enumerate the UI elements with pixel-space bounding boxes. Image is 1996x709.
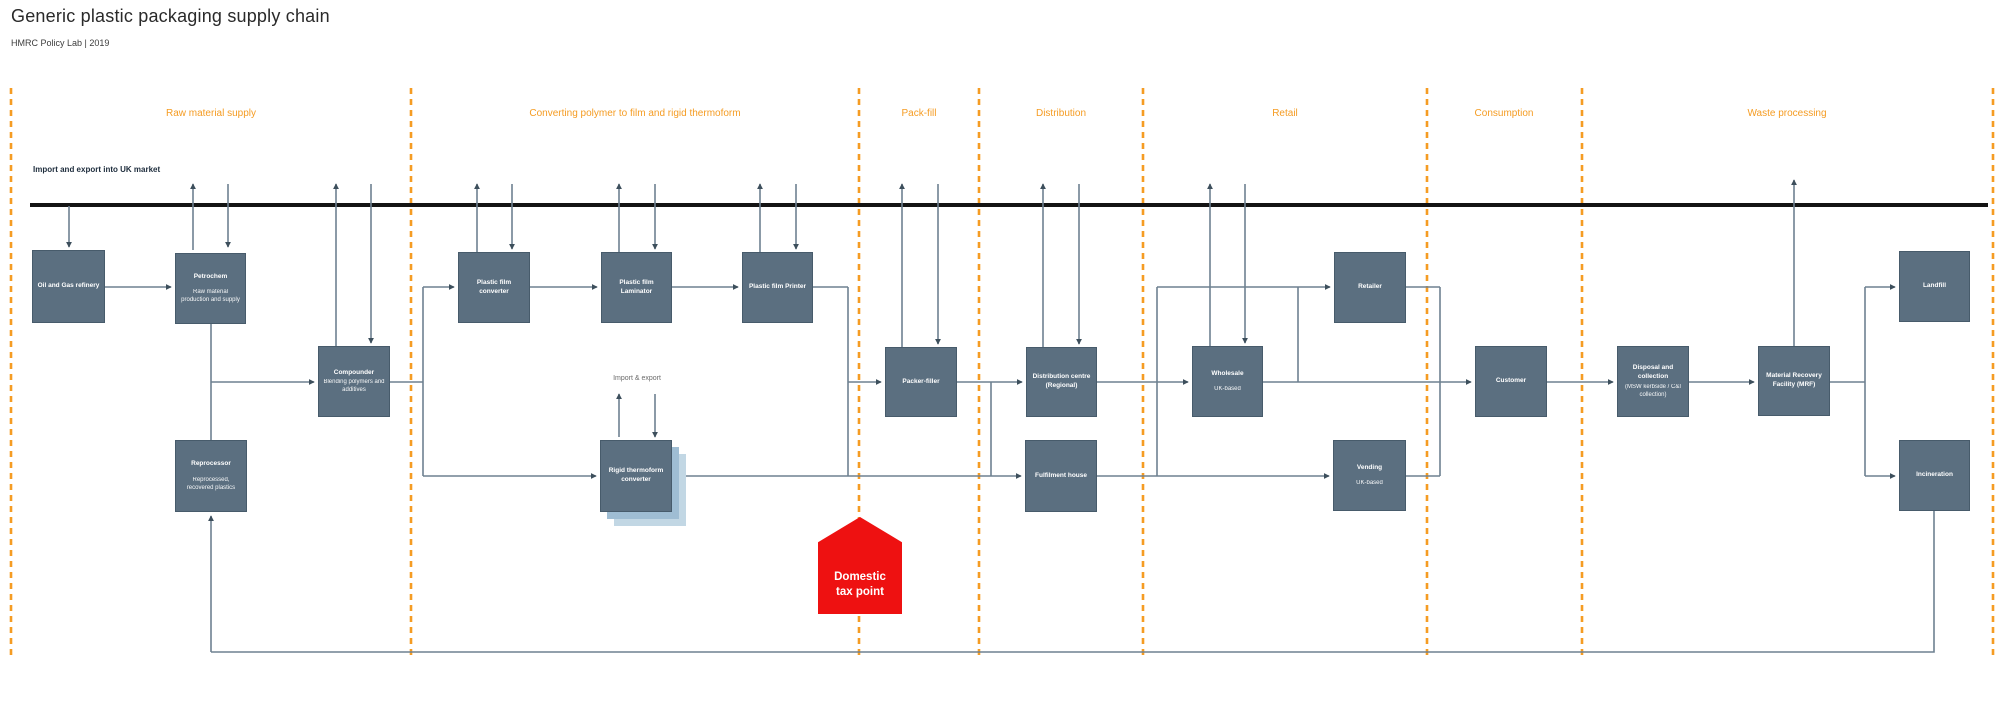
import-export-uk-market-label: Import and export into UK market xyxy=(33,165,161,174)
node-title: Distribution centre (Regional) xyxy=(1032,373,1091,389)
node-title: Compounder xyxy=(333,368,375,376)
import-export-label: Import & export xyxy=(613,375,661,382)
node-subtitle: Blending polymers and additives xyxy=(323,379,385,394)
node-title: Material Recovery Facility (MRF) xyxy=(1766,372,1822,388)
node-oil-and-gas-refinery: Oil and Gas refinery xyxy=(32,250,105,323)
node-plastic-film-laminator: Plastic film Laminator xyxy=(601,252,672,323)
node-customer: Customer xyxy=(1475,346,1547,417)
node-subtitle: (MSW kerbside / C&I collection) xyxy=(1624,383,1681,398)
node-subtitle: Raw material production and supply xyxy=(181,289,240,304)
node-compounder: Compounder Blending polymers and additiv… xyxy=(318,346,390,417)
node-wholesale: Wholesale UK-based xyxy=(1192,346,1263,417)
domestic-tax-point-label: Domestic tax point xyxy=(834,571,886,599)
section-header-raw-material-supply: Raw material supply xyxy=(165,108,257,119)
domestic-tax-point-marker: Domestic tax point xyxy=(818,517,902,614)
node-title: Vending xyxy=(1356,463,1383,471)
node-title: Retailer xyxy=(1358,283,1382,291)
node-title: Plastic film Laminator xyxy=(619,278,654,295)
node-packer-filler: Packer-filler xyxy=(885,347,957,417)
section-header-retail: Retail xyxy=(1272,108,1298,119)
node-title: Customer xyxy=(1495,377,1527,385)
node-disposal-and-collection: Disposal and collection (MSW kerbside / … xyxy=(1617,346,1689,417)
node-title: Incineration xyxy=(1916,471,1953,479)
node-plastic-film-converter: Plastic film converter xyxy=(458,252,530,323)
node-subtitle: UK-based xyxy=(1356,480,1383,487)
node-rigid-thermoform-converter: Rigid thermoform converter xyxy=(600,440,672,512)
node-subtitle: Reprocessed, recovered plastics xyxy=(186,476,236,491)
node-title: Wholesale xyxy=(1211,369,1244,377)
node-plastic-film-printer: Plastic film Printer xyxy=(742,252,813,323)
node-title: Reprocessor xyxy=(191,460,231,468)
node-title: Fulfilment house xyxy=(1035,471,1087,479)
node-vending: Vending UK-based xyxy=(1333,440,1406,511)
node-fulfilment-house: Fulfilment house xyxy=(1025,440,1097,512)
section-header-distribution: Distribution xyxy=(1035,108,1087,119)
node-reprocessor: Reprocessor Reprocessed, recovered plast… xyxy=(175,440,247,512)
node-retailer: Retailer xyxy=(1334,252,1406,323)
stage-divider-lines xyxy=(9,88,1995,660)
node-material-recovery-facility: Material Recovery Facility (MRF) xyxy=(1758,346,1830,416)
page-subtitle: HMRC Policy Lab | 2019 xyxy=(11,38,110,48)
section-header-consumption: Consumption xyxy=(1474,108,1534,119)
node-title: Disposal and collection xyxy=(1632,364,1674,380)
node-title: Rigid thermoform converter xyxy=(608,467,664,483)
node-title: Oil and Gas refinery xyxy=(37,282,100,290)
node-landfill: Landfill xyxy=(1899,251,1970,322)
node-petrochem: Petrochem Raw material production and su… xyxy=(175,253,246,324)
node-title: Petrochem xyxy=(193,272,228,280)
section-header-waste-processing: Waste processing xyxy=(1747,108,1827,119)
section-header-converting-polymer: Converting polymer to film and rigid the… xyxy=(529,108,741,119)
node-subtitle: UK-based xyxy=(1214,386,1241,393)
node-title: Packer-filler xyxy=(902,377,940,385)
node-distribution-centre: Distribution centre (Regional) xyxy=(1026,347,1097,417)
node-title: Plastic film converter xyxy=(476,278,512,295)
section-header-pack-fill: Pack-fill xyxy=(901,108,937,119)
node-title: Landfill xyxy=(1922,282,1947,290)
page-title: Generic plastic packaging supply chain xyxy=(11,6,330,26)
node-title: Plastic film Printer xyxy=(748,283,807,291)
node-incineration: Incineration xyxy=(1899,440,1970,511)
